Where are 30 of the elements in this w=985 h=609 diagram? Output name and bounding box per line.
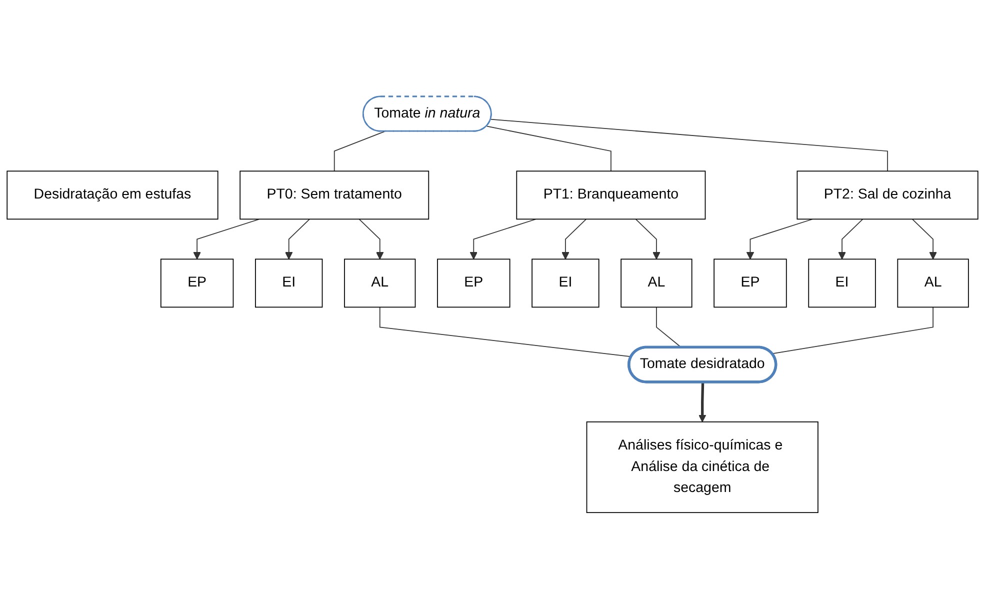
arrow [470,218,536,260]
connector [486,126,612,172]
arrow [635,218,660,260]
node-box [714,258,787,308]
node-box [344,258,416,308]
arrow [562,218,587,260]
node-box [620,258,692,308]
arrow [284,218,310,260]
connector [656,306,682,348]
arrow [358,218,384,260]
connector [379,306,632,358]
node-box [897,258,969,308]
arrow [912,218,937,260]
node-box [160,258,234,308]
node-box [6,170,218,220]
arrow [746,218,814,260]
node-box [808,258,876,308]
connector [490,118,888,172]
node-box [516,170,706,220]
arrow [193,218,260,260]
connector [334,131,385,172]
node-box [796,170,978,220]
node-box [586,421,818,514]
node-box [255,258,323,308]
connector [772,306,934,354]
node-box [532,258,600,308]
arrow [838,218,864,260]
node-box [240,170,430,220]
node-box [437,258,510,308]
arrow [698,382,706,422]
